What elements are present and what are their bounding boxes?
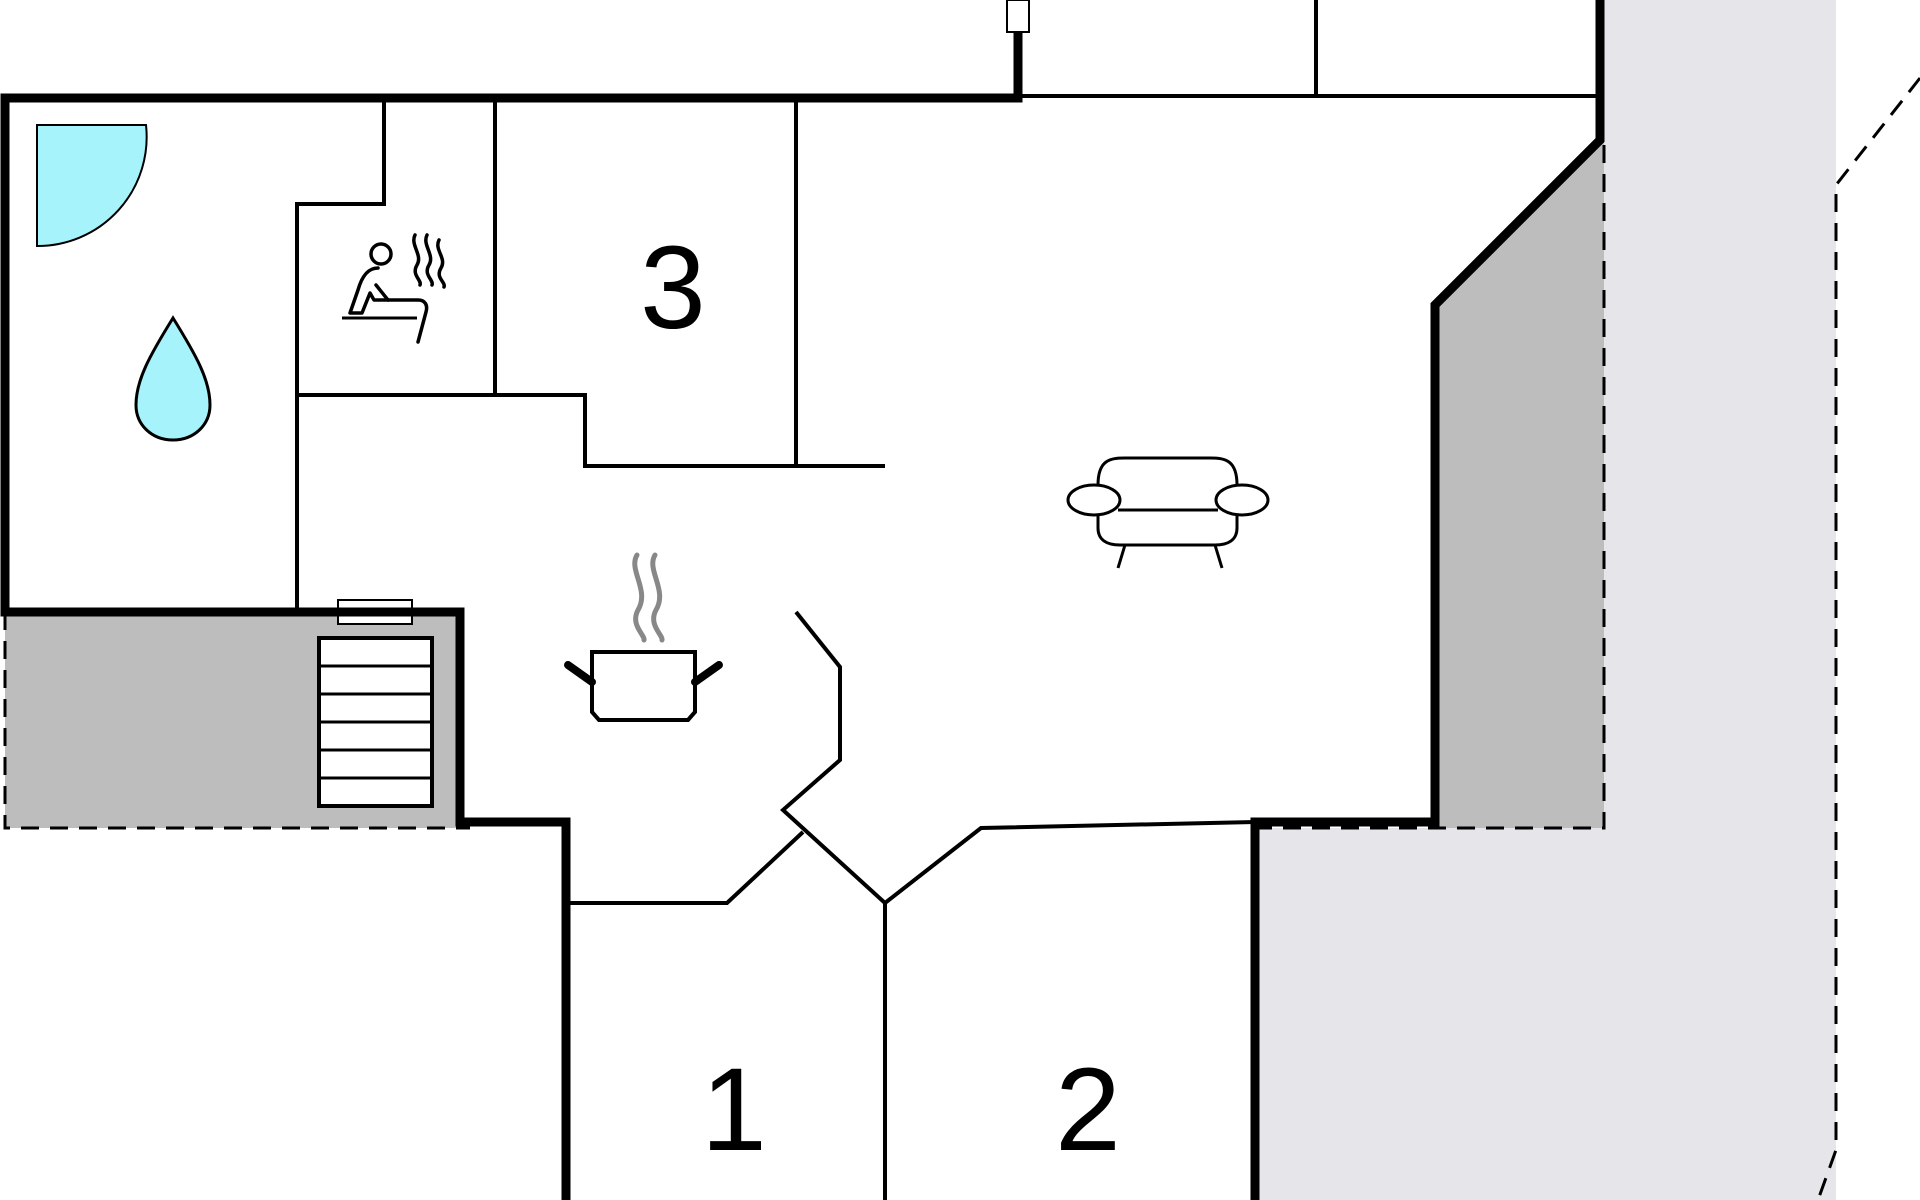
sofa-icon xyxy=(1066,456,1270,569)
terrace-east-dashed-border xyxy=(1255,145,1606,830)
terrace-west-dashed-border xyxy=(3,612,470,830)
wall-sauna-bottom xyxy=(297,393,885,468)
garden-corner-white xyxy=(1836,95,1920,185)
wall-kitchen-partition xyxy=(779,610,1256,906)
stairs-icon xyxy=(317,599,434,808)
exterior-wall-west-lower xyxy=(0,607,571,1200)
wall-hall-left xyxy=(566,830,805,905)
water-drop-icon xyxy=(134,315,212,442)
room-number-1: 1 xyxy=(701,1044,767,1176)
sauna-icon xyxy=(342,233,446,344)
garden-area-upper xyxy=(1255,0,1920,1200)
garden-white-strip xyxy=(1836,0,1920,1200)
terrace-east xyxy=(1435,140,1604,828)
exterior-wall-northeast xyxy=(1250,0,1605,1200)
garden-dashed-border xyxy=(1816,77,1920,1200)
shower-icon xyxy=(36,124,148,248)
room-number-2: 2 xyxy=(1055,1044,1121,1176)
kitchen-pot-icon xyxy=(564,552,723,722)
exterior-wall-north xyxy=(0,25,1023,617)
wall-sauna xyxy=(295,98,386,612)
room-number-3: 3 xyxy=(640,222,706,354)
wall-fixture xyxy=(1006,0,1030,33)
